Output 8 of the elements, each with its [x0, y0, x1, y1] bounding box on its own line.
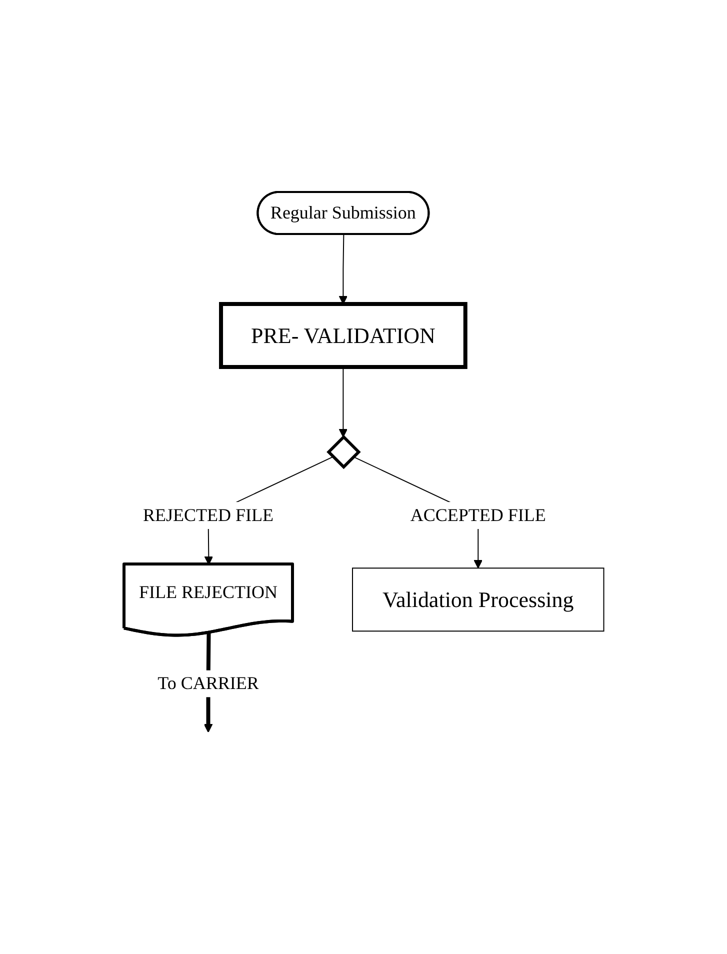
edge-label: To CARRIER [157, 673, 258, 694]
node-diamond [326, 434, 360, 469]
edge-label: ACCEPTED FILE [410, 504, 546, 525]
node-box: Validation Processing [352, 568, 604, 632]
arrow [338, 366, 348, 438]
edge-label: REJECTED FILE [142, 504, 274, 525]
arrow [338, 234, 348, 304]
node-box: PRE- VALIDATION [218, 302, 467, 369]
